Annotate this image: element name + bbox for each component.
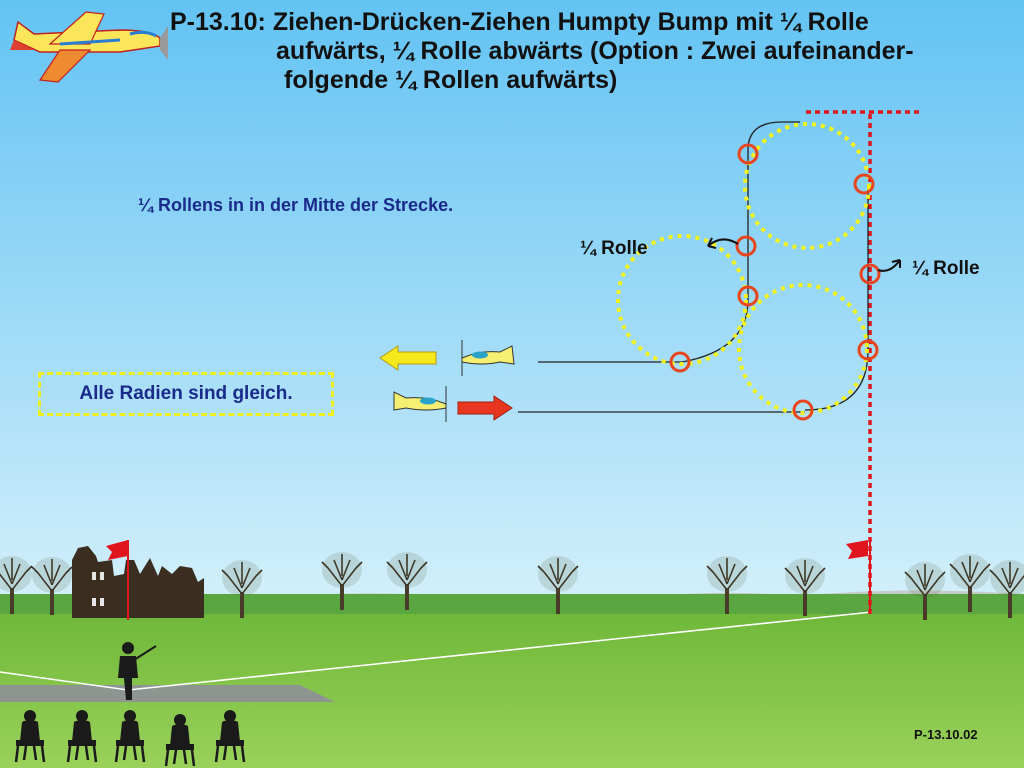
loop-circles [616,122,871,415]
roll-arrow-left [707,238,739,247]
aircraft-logo-icon [10,11,168,83]
pilot-icon [118,642,157,700]
title-line-3: folgende ¼ Rollen aufwärts) [284,66,618,94]
note-rollens-center: ¼ Rollens in in der Mitte der Strecke. [138,195,454,215]
page-title: P-13.10: Ziehen-Drücken-Ziehen Humpty Bu… [170,8,914,95]
castle-icon [72,546,204,618]
label-roll-right: ¼ Rolle [912,258,980,279]
arrow-left-icon [379,345,437,371]
roll-arrow-right [877,259,901,272]
plane-icon [461,340,515,376]
sky [0,0,1024,620]
centerline [806,110,920,614]
note-radii-equal: Alle Radien sind gleich. [38,372,334,416]
marker-circles [669,143,881,421]
flag-icon [106,540,129,620]
slide-code: P-13.10.02 [914,727,978,742]
plane-icon [393,386,447,422]
label-roll-left: ¼ Rolle [580,238,648,259]
runway [0,685,335,702]
arrow-right-icon [457,395,513,421]
title-line-1: P-13.10: Ziehen-Drücken-Ziehen Humpty Bu… [170,8,869,36]
title-line-2: aufwärts, ¼ Rolle abwärts (Option : Zwei… [276,37,914,65]
